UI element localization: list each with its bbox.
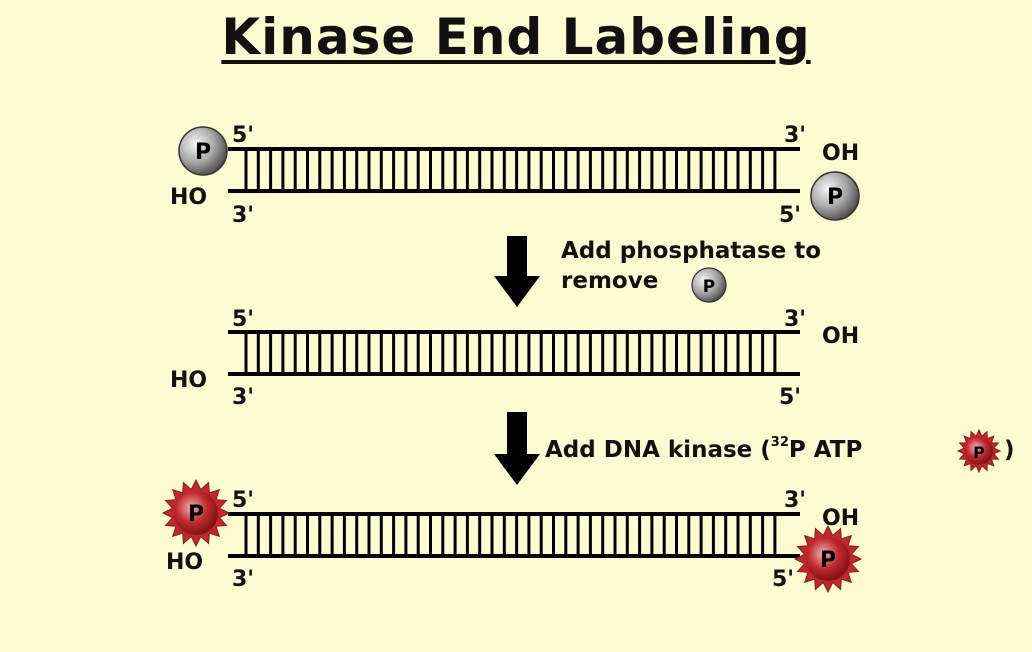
phosphate-red-right-icon: P (793, 524, 863, 594)
phosphate-gray-small-icon: P (691, 267, 727, 303)
page-title: Kinase End Labeling (221, 8, 811, 66)
step1-text-line2: remove (561, 268, 658, 294)
label-oh-right-2: OH (822, 324, 859, 349)
phosphate-gray-left-icon: P (178, 126, 228, 176)
label-5prime-bottom-right-2: 5' (779, 385, 801, 410)
dna-duplex-1: 5' 3' OH HO 3' 5' P P (170, 123, 860, 228)
down-arrow-1-icon (494, 236, 540, 307)
label-5prime-top-left-3: 5' (232, 488, 254, 513)
svg-text:P: P (703, 277, 715, 297)
phosphate-red-small-icon: P (956, 428, 1002, 474)
step2-close-paren: ) (1004, 437, 1015, 463)
label-5prime-top-left-2: 5' (232, 307, 254, 332)
label-oh-right: OH (822, 141, 859, 166)
dna-duplex-3: 5' 3' OH HO 3' 5' P P (161, 478, 863, 594)
step2-text: Add DNA kinase (32P ATP (545, 435, 862, 463)
svg-text:P: P (973, 443, 985, 462)
dna-strands-2 (228, 330, 800, 376)
label-3prime-bottom-left-2: 3' (232, 385, 254, 410)
label-ho-left-2: HO (170, 368, 207, 393)
phosphate-gray-right-icon: P (810, 171, 860, 221)
label-5prime-top-left: 5' (232, 123, 254, 148)
svg-text:P: P (188, 502, 204, 527)
label-3prime-top-right-3: 3' (784, 488, 806, 513)
label-5prime-bottom-right-3: 5' (772, 567, 794, 592)
dna-duplex-2: 5' 3' OH HO 3' 5' (170, 307, 859, 410)
label-ho-left-3: HO (166, 550, 203, 575)
svg-text:P: P (195, 140, 211, 165)
dna-strands-1 (228, 147, 800, 193)
phosphate-red-left-icon: P (161, 478, 231, 548)
label-ho-left: HO (170, 185, 207, 210)
label-3prime-top-right-2: 3' (784, 307, 806, 332)
svg-text:P: P (820, 548, 836, 573)
dna-strands-3 (228, 512, 800, 558)
svg-text:P: P (827, 185, 843, 210)
step1-text-line1: Add phosphatase to (561, 238, 821, 264)
label-5prime-bottom-right: 5' (779, 203, 801, 228)
label-3prime-top-right: 3' (784, 123, 806, 148)
label-3prime-bottom-left: 3' (232, 203, 254, 228)
label-3prime-bottom-left-3: 3' (232, 567, 254, 592)
down-arrow-2-icon (494, 412, 540, 485)
